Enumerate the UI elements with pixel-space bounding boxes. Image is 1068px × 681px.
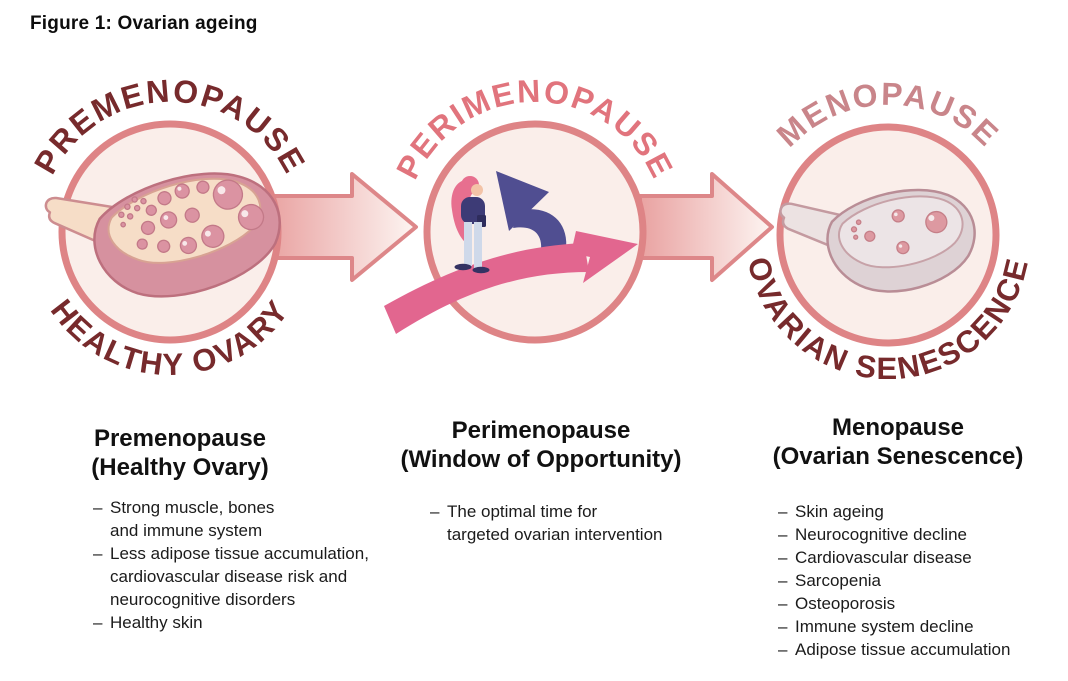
bullet-dash: – bbox=[93, 613, 103, 632]
bullet-text: Less adipose tissue accumulation, cardio… bbox=[110, 544, 369, 609]
menopause-column: Menopause (Ovarian Senescence) –Skin age… bbox=[742, 413, 1062, 661]
follicles bbox=[850, 209, 948, 255]
person-figure bbox=[451, 176, 490, 274]
bullet-text: Immune system decline bbox=[795, 617, 974, 636]
bullet-text: Adipose tissue accumulation bbox=[795, 640, 1011, 659]
bullet-dash: – bbox=[778, 502, 788, 521]
perimenopause-column: Perimenopause (Window of Opportunity) –T… bbox=[393, 416, 693, 546]
follicle-highlights bbox=[894, 212, 935, 248]
ovarian-ageing-diagram: PREMENOPAUSE HEALTHY OVARY bbox=[27, 73, 1034, 387]
stage-premenopause: PREMENOPAUSE HEALTHY OVARY bbox=[27, 73, 311, 383]
bullet-text: Sarcopenia bbox=[795, 571, 882, 590]
heading-line: Premenopause bbox=[93, 425, 267, 452]
bullet-item: –Cardiovascular disease bbox=[778, 546, 1062, 569]
bullet-text: Skin ageing bbox=[795, 502, 884, 521]
perimenopause-bullet-list: –The optimal time for targeted ovarian i… bbox=[393, 500, 693, 546]
transition-arrow-2 bbox=[638, 172, 774, 282]
bullet-item: –Sarcopenia bbox=[778, 569, 1062, 592]
bullet-text: Cardiovascular disease bbox=[795, 548, 972, 567]
menopause-heading: Menopause (Ovarian Senescence) bbox=[742, 413, 1054, 471]
subheading-line: (Ovarian Senescence) bbox=[772, 443, 1024, 470]
heading-line: Perimenopause bbox=[451, 417, 631, 444]
stage-perimenopause: PERIMENOPAUSE bbox=[384, 73, 679, 344]
subheading-line: (Healthy Ovary) bbox=[91, 454, 269, 481]
person-shoe-right bbox=[472, 266, 490, 274]
bullet-item: –The optimal time for targeted ovarian i… bbox=[430, 500, 693, 546]
transition-arrow-1 bbox=[266, 172, 418, 282]
bullet-dash: – bbox=[93, 498, 103, 517]
figure-title: Figure 1: Ovarian ageing bbox=[30, 13, 258, 34]
bullet-dash: – bbox=[778, 548, 788, 567]
bullet-dash: – bbox=[778, 571, 788, 590]
upturn-arrow bbox=[496, 171, 567, 251]
bullet-dash: – bbox=[778, 594, 788, 613]
crossroads-illustration bbox=[384, 171, 638, 334]
bullet-item: –Neurocognitive decline bbox=[778, 523, 1062, 546]
subheading-line: (Window of Opportunity) bbox=[400, 446, 682, 473]
person-leg-left bbox=[464, 222, 472, 266]
bullet-text: Strong muscle, bones and immune system bbox=[110, 498, 275, 540]
bullet-item: –Less adipose tissue accumulation, cardi… bbox=[93, 542, 388, 611]
bullet-item: –Healthy skin bbox=[93, 611, 388, 634]
follicle-highlights bbox=[163, 186, 249, 246]
senescent-ovary-illustration bbox=[779, 188, 976, 293]
perimenopause-heading: Perimenopause (Window of Opportunity) bbox=[393, 416, 689, 474]
stage-menopause: MENOPAUSE OVARIAN SENESCENCE bbox=[741, 76, 1034, 386]
person-head bbox=[471, 184, 483, 196]
bullet-dash: – bbox=[778, 617, 788, 636]
bullet-item: –Skin ageing bbox=[778, 500, 1062, 523]
premenopause-column: Premenopause (Healthy Ovary) –Strong mus… bbox=[58, 424, 388, 634]
menopause-bullet-list: –Skin ageing–Neurocognitive decline–Card… bbox=[742, 500, 1062, 661]
bullet-text: Osteoporosis bbox=[795, 594, 896, 613]
bullet-text: Healthy skin bbox=[110, 613, 203, 632]
bullet-item: –Immune system decline bbox=[778, 615, 1062, 638]
bullet-item: –Strong muscle, bones and immune system bbox=[93, 496, 388, 542]
person-leg-right bbox=[474, 222, 482, 268]
path-ribbon bbox=[384, 231, 638, 334]
premenopause-heading: Premenopause (Healthy Ovary) bbox=[58, 424, 302, 482]
bullet-dash: – bbox=[430, 502, 440, 521]
bullet-dash: – bbox=[93, 544, 103, 563]
bullet-dash: – bbox=[778, 640, 788, 659]
heading-line: Menopause bbox=[831, 414, 965, 441]
bullet-text: Neurocognitive decline bbox=[795, 525, 967, 544]
person-shoe-left bbox=[454, 263, 472, 271]
bullet-dash: – bbox=[778, 525, 788, 544]
bullet-item: –Adipose tissue accumulation bbox=[778, 638, 1062, 661]
bullet-text: The optimal time for targeted ovarian in… bbox=[447, 502, 663, 544]
healthy-ovary-illustration bbox=[44, 172, 281, 298]
bullet-item: –Osteoporosis bbox=[778, 592, 1062, 615]
premenopause-bullet-list: –Strong muscle, bones and immune system–… bbox=[58, 496, 388, 634]
